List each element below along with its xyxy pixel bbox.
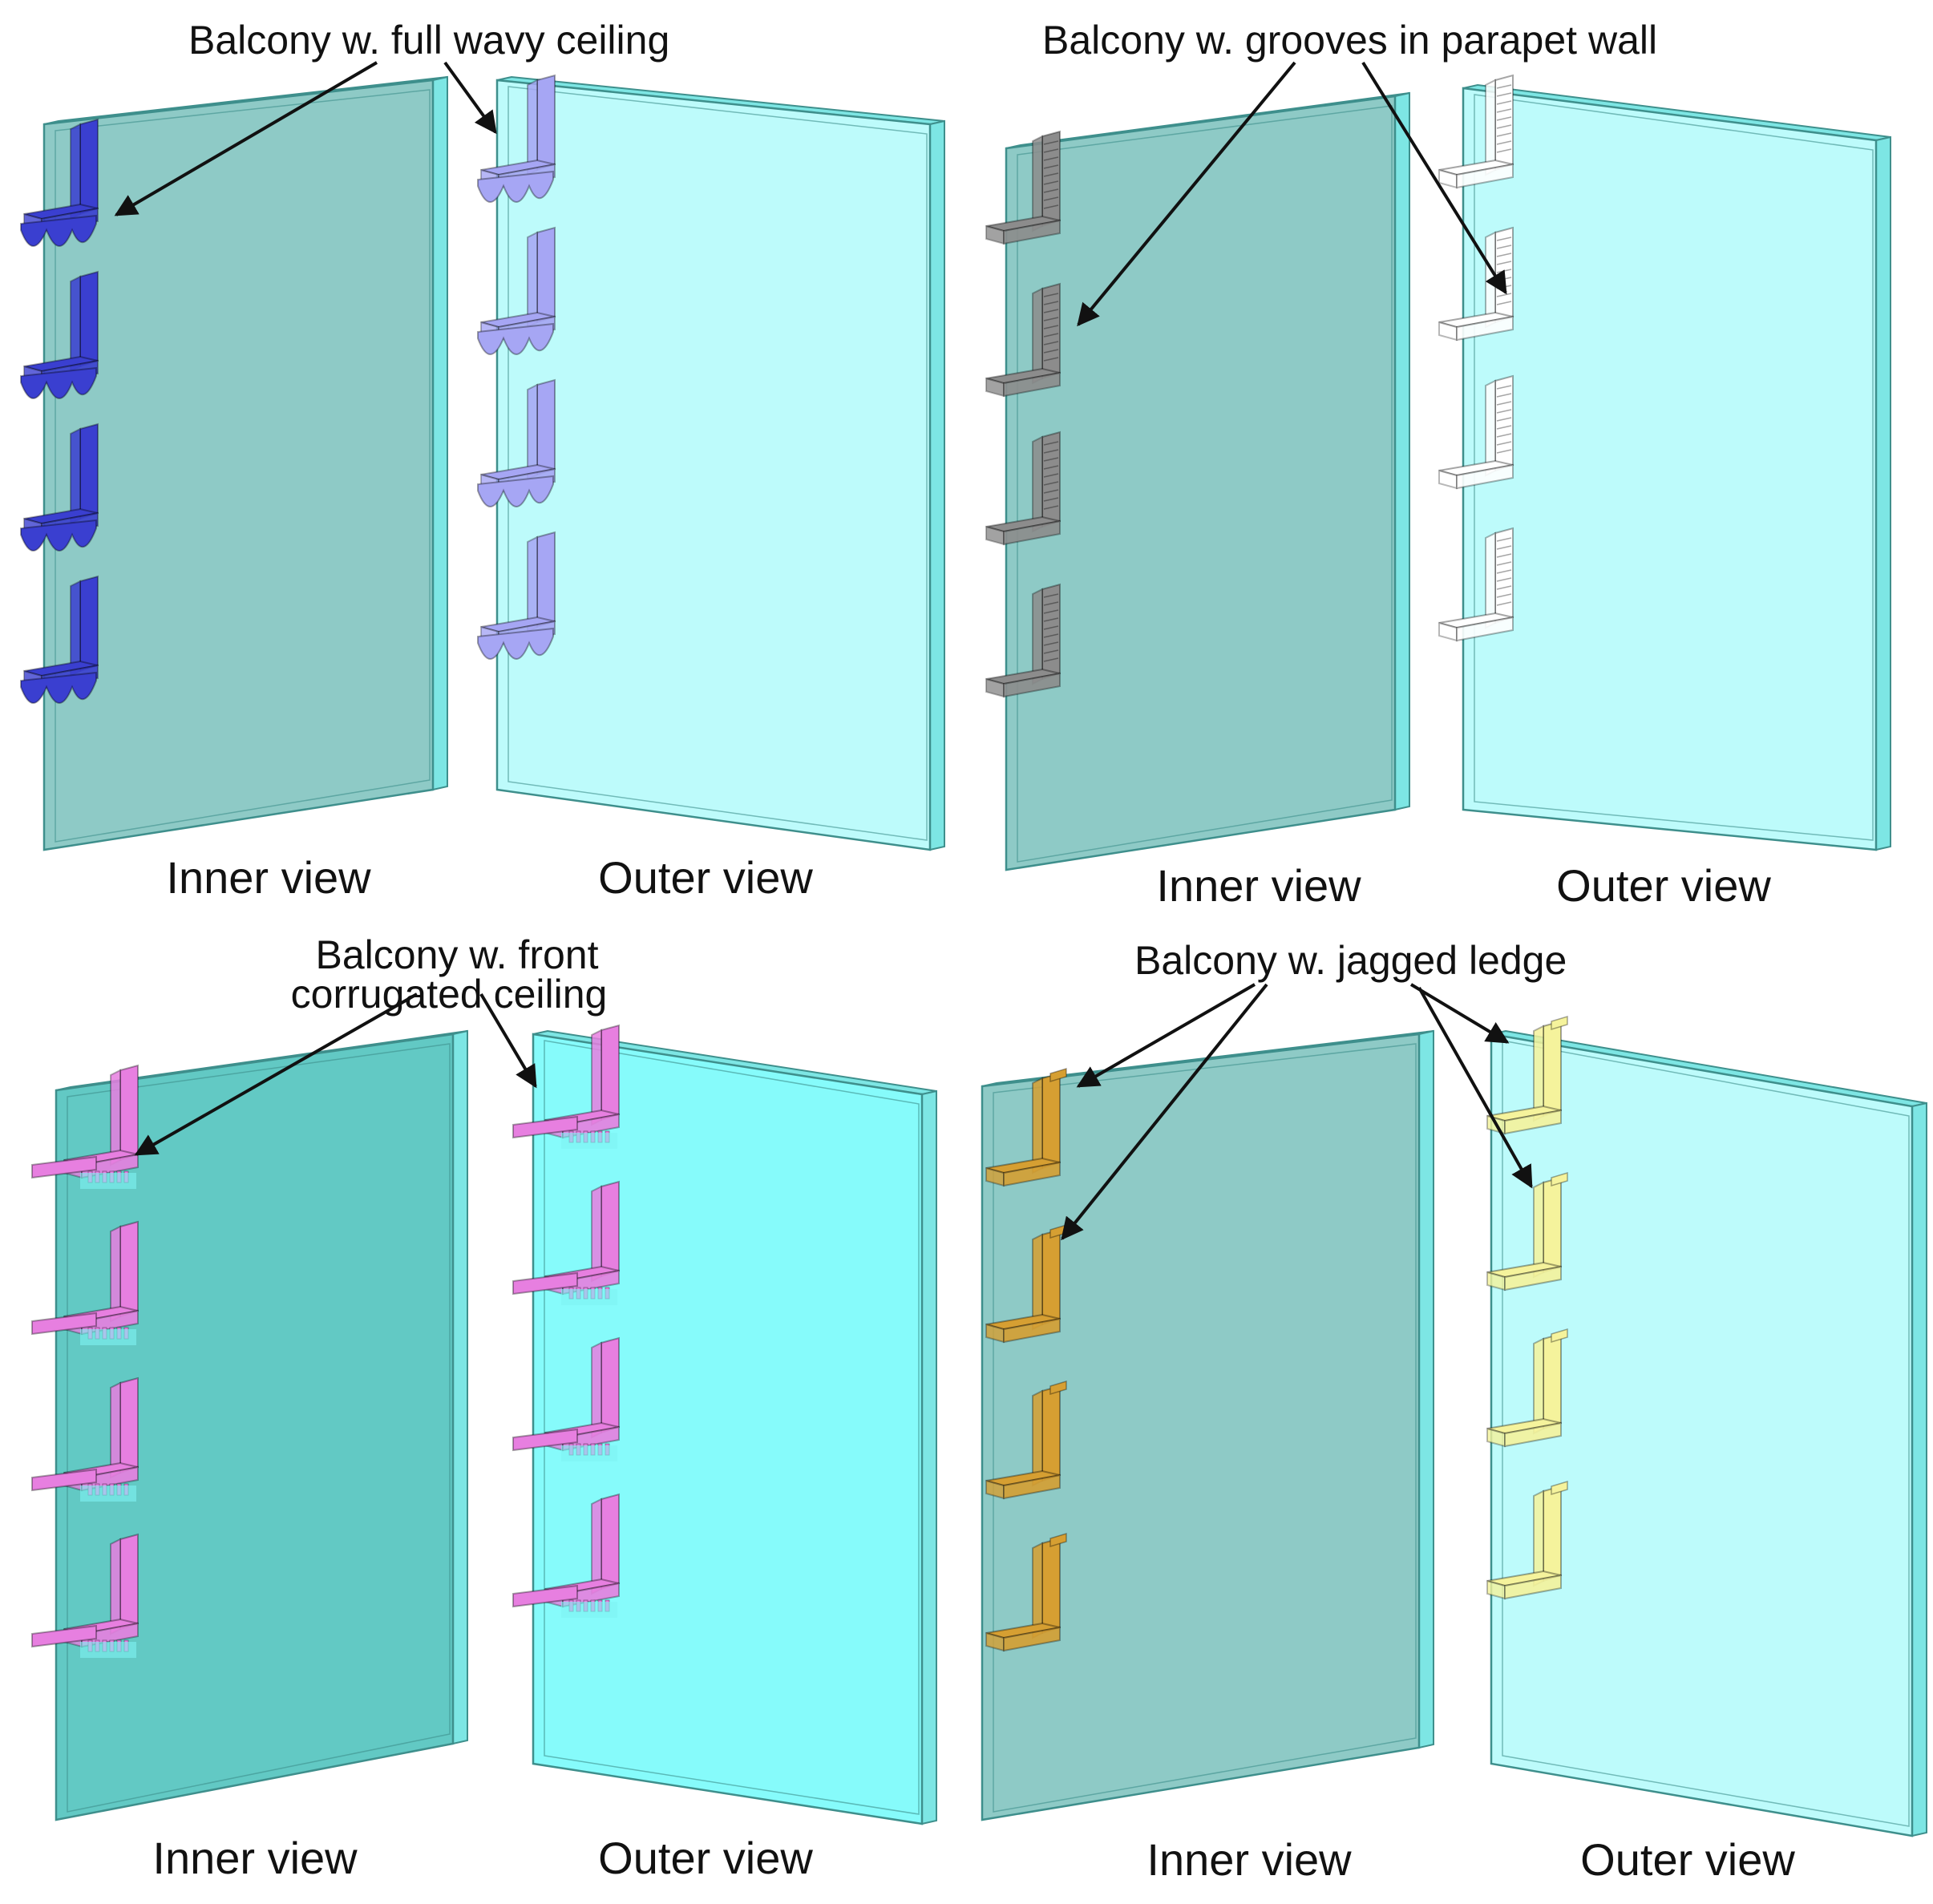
corrugated-balcony-inner-2 bbox=[31, 1220, 139, 1345]
grooved-balcony-inner-4 bbox=[985, 583, 1061, 698]
wall-outer-wavy bbox=[495, 75, 945, 851]
jagged-balcony-inner-3 bbox=[985, 1380, 1067, 1500]
wall-outer-jagged bbox=[1490, 1029, 1927, 1837]
arrow-jagged-inner-top bbox=[1076, 983, 1256, 1088]
grooved-balcony-outer-4 bbox=[1438, 527, 1514, 642]
wavy-balcony-inner-2 bbox=[20, 270, 99, 399]
jagged-balcony-outer-3 bbox=[1486, 1328, 1568, 1448]
corrugated-balcony-inner-4 bbox=[31, 1533, 139, 1658]
arrow-corrugated-inner bbox=[134, 992, 418, 1156]
arrow-wavy-inner bbox=[114, 61, 378, 216]
callout-corrugated-ceiling-line1: Balcony w. front bbox=[315, 932, 599, 977]
wall-inner-wavy bbox=[42, 75, 448, 851]
label-inner-view-jagged: Inner view bbox=[1146, 1834, 1352, 1885]
callout-corrugated-ceiling-line2: corrugated ceiling bbox=[290, 972, 608, 1017]
arrow-corrugated-outer bbox=[479, 992, 537, 1089]
label-outer-view-jagged: Outer view bbox=[1580, 1834, 1795, 1885]
wavy-balcony-outer-3 bbox=[477, 378, 556, 507]
grooved-balcony-inner-2 bbox=[985, 282, 1061, 398]
corrugated-balcony-outer-1 bbox=[512, 1024, 620, 1149]
grooved-balcony-inner-3 bbox=[985, 431, 1061, 546]
arrow-jagged-inner-mid bbox=[1061, 983, 1268, 1241]
arrow-grooves-outer bbox=[1361, 61, 1507, 295]
grooved-balcony-outer-2 bbox=[1438, 226, 1514, 342]
wall-inner-grooves bbox=[1005, 91, 1410, 871]
jagged-balcony-outer-4 bbox=[1486, 1480, 1568, 1600]
label-outer-view-grooves: Outer view bbox=[1556, 860, 1771, 911]
label-inner-view-corrugated: Inner view bbox=[152, 1833, 358, 1883]
jagged-balcony-inner-4 bbox=[985, 1532, 1067, 1652]
jagged-balcony-outer-2 bbox=[1486, 1171, 1568, 1292]
label-outer-view-wavy: Outer view bbox=[598, 852, 813, 903]
corrugated-balcony-outer-4 bbox=[512, 1493, 620, 1618]
wavy-balcony-outer-2 bbox=[477, 226, 556, 355]
label-inner-view-grooves: Inner view bbox=[1156, 860, 1361, 911]
wall-outer-corrugated bbox=[532, 1029, 937, 1825]
callout-wavy-ceiling: Balcony w. full wavy ceiling bbox=[188, 18, 670, 63]
wall-inner-corrugated bbox=[55, 1029, 468, 1821]
wavy-balcony-outer-1 bbox=[477, 74, 556, 203]
jagged-balcony-inner-2 bbox=[985, 1223, 1067, 1344]
wavy-balcony-inner-4 bbox=[20, 575, 99, 704]
grooved-balcony-outer-1 bbox=[1438, 74, 1514, 189]
corrugated-balcony-inner-3 bbox=[31, 1376, 139, 1502]
wavy-balcony-outer-4 bbox=[477, 531, 556, 660]
arrow-wavy-outer bbox=[443, 61, 497, 135]
wavy-balcony-inner-1 bbox=[20, 118, 99, 247]
arrow-grooves-inner bbox=[1077, 61, 1296, 327]
label-inner-view-wavy: Inner view bbox=[166, 852, 371, 903]
jagged-balcony-inner-1 bbox=[985, 1067, 1067, 1187]
corrugated-balcony-outer-3 bbox=[512, 1336, 620, 1461]
arrow-jagged-outer-mid bbox=[1417, 987, 1533, 1189]
wavy-balcony-inner-3 bbox=[20, 422, 99, 552]
label-outer-view-corrugated: Outer view bbox=[598, 1833, 813, 1883]
grooved-balcony-outer-3 bbox=[1438, 374, 1514, 490]
arrow-jagged-outer-top bbox=[1409, 983, 1510, 1044]
wall-outer-grooves bbox=[1462, 83, 1891, 851]
grooved-balcony-inner-1 bbox=[985, 130, 1061, 245]
callout-jagged-ledge: Balcony w. jagged ledge bbox=[1134, 938, 1567, 983]
callout-grooves-parapet: Balcony w. grooves in parapet wall bbox=[1042, 18, 1658, 63]
corrugated-balcony-outer-2 bbox=[512, 1180, 620, 1305]
